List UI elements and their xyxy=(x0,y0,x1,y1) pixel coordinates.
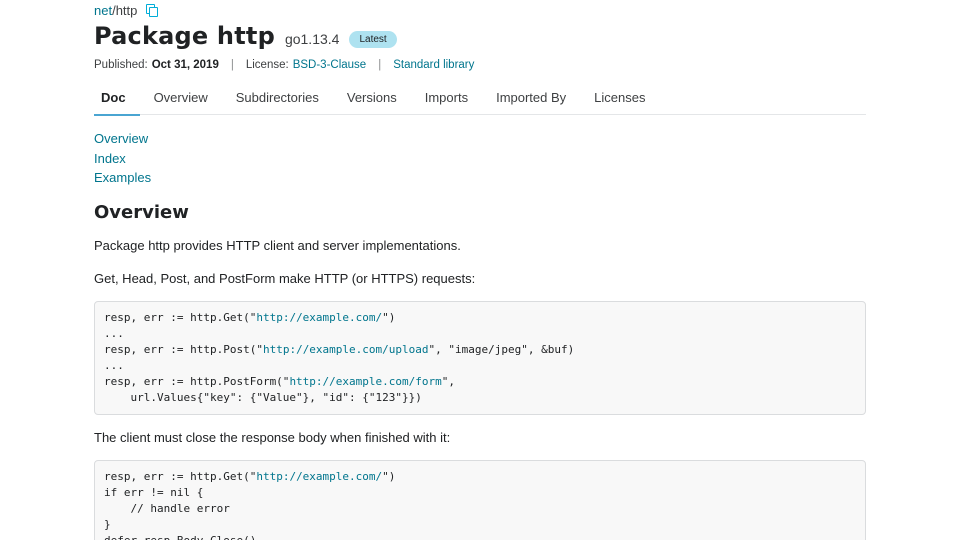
code-line: if err != nil { xyxy=(104,486,204,499)
tab-imported-by[interactable]: Imported By xyxy=(496,90,567,105)
code-line: defer resp.Body.Close() xyxy=(104,534,256,540)
breadcrumb-separator: / xyxy=(112,3,116,18)
code-line: resp, err := http.PostForm("http://examp… xyxy=(104,375,456,388)
standard-library-link[interactable]: Standard library xyxy=(393,59,475,71)
overview-paragraph-2: Get, Head, Post, and PostForm make HTTP … xyxy=(94,271,476,286)
breadcrumb-link-net[interactable]: net xyxy=(94,3,113,18)
tab-subdirectories[interactable]: Subdirectories xyxy=(235,90,319,105)
code-block-requests: resp, err := http.Get("http://example.co… xyxy=(94,301,866,415)
table-of-contents: Overview Index Examples xyxy=(94,129,151,188)
code-line: } xyxy=(104,518,111,531)
overview-heading: Overview xyxy=(94,202,189,223)
overview-paragraph-3: The client must close the response body … xyxy=(94,430,451,445)
latest-badge: Latest xyxy=(349,31,397,48)
meta-separator: | xyxy=(230,59,234,71)
code-line: url.Values{"key": {"Value"}, "id": {"123… xyxy=(104,391,422,404)
code-line: resp, err := http.Get("http://example.co… xyxy=(104,311,396,324)
tab-overview[interactable]: Overview xyxy=(153,90,208,105)
toc-link-index[interactable]: Index xyxy=(94,150,126,166)
code-block-close-body: resp, err := http.Get("http://example.co… xyxy=(94,460,866,540)
tab-licenses[interactable]: Licenses xyxy=(594,90,646,105)
overview-paragraph-1: Package http provides HTTP client and se… xyxy=(94,238,461,253)
code-line: ... xyxy=(104,327,124,340)
tab-doc[interactable]: Doc xyxy=(94,84,140,116)
breadcrumb: net / http xyxy=(94,3,159,18)
published-date: Oct 31, 2019 xyxy=(151,59,219,71)
tab-versions[interactable]: Versions xyxy=(346,90,397,105)
code-line: resp, err := http.Get("http://example.co… xyxy=(104,470,396,483)
tab-imports[interactable]: Imports xyxy=(424,90,469,105)
code-line: resp, err := http.Post("http://example.c… xyxy=(104,343,575,356)
breadcrumb-current: http xyxy=(115,3,138,18)
meta-separator: | xyxy=(378,59,382,71)
toc-link-examples[interactable]: Examples xyxy=(94,170,152,185)
title-row: Package http go1.13.4 Latest xyxy=(94,22,397,50)
copy-icon[interactable] xyxy=(146,4,159,17)
code-line: ... xyxy=(104,359,124,372)
package-meta: Published: Oct 31, 2019 | License: BSD-3… xyxy=(94,59,474,71)
published-label: Published: xyxy=(94,59,148,71)
license-link[interactable]: BSD-3-Clause xyxy=(292,59,367,71)
license-label: License: xyxy=(245,59,289,71)
code-line: // handle error xyxy=(104,502,230,515)
toc-link-overview[interactable]: Overview xyxy=(94,131,149,146)
page-title: Package http xyxy=(94,22,275,50)
version-label: go1.13.4 xyxy=(284,31,340,47)
tab-bar: Doc Overview Subdirectories Versions Imp… xyxy=(94,84,866,116)
